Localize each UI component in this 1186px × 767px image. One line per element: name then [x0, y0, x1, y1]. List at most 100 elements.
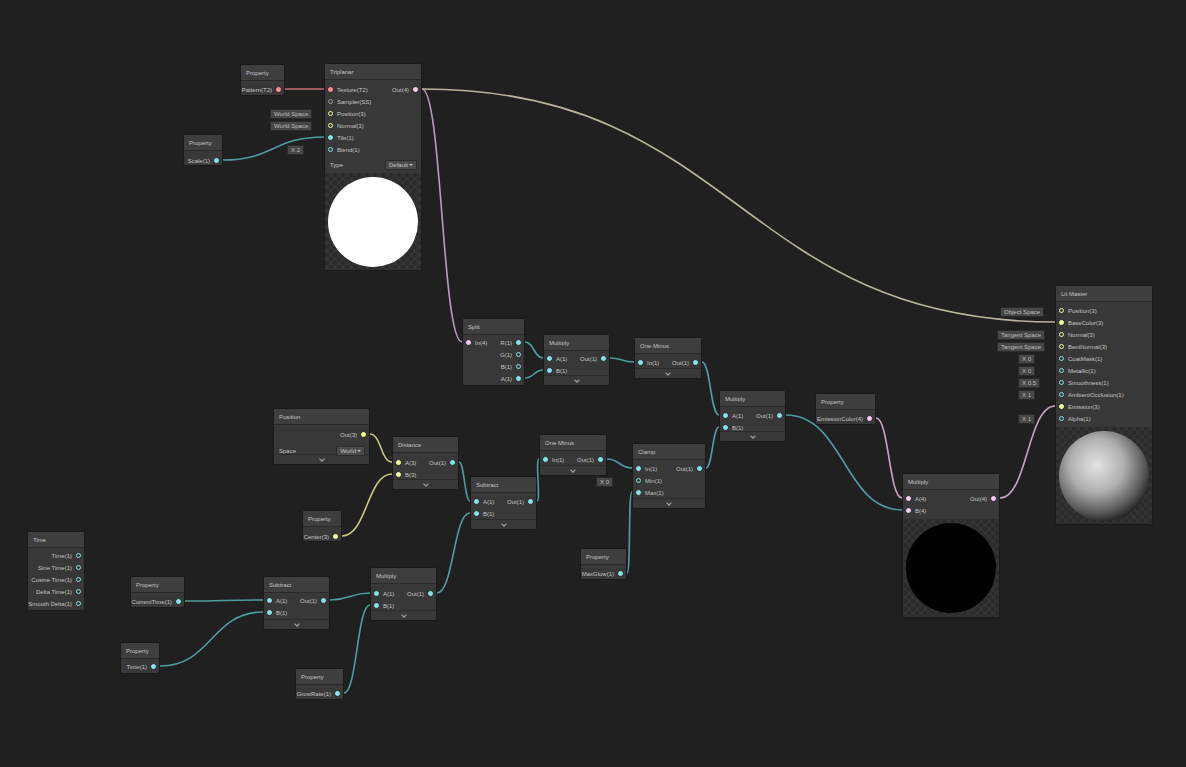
- input-port-label: B(1): [732, 424, 743, 432]
- collapse-chevron: [570, 467, 576, 473]
- input-port-label: In(4): [475, 339, 487, 347]
- port-dot: [267, 598, 272, 603]
- input-port-label: Texture(T2): [337, 86, 368, 94]
- preview-shape: [1059, 431, 1149, 521]
- output-port-label: G(1): [500, 351, 512, 359]
- inline-value-field: X 2: [287, 145, 304, 155]
- node-title: Multiply: [376, 572, 396, 580]
- input-port-label: BentNormal(3): [1068, 343, 1107, 351]
- input-port-label: AmbientOcclusion(1): [1068, 391, 1124, 399]
- port-dot: [333, 534, 338, 539]
- port-dot: [76, 553, 81, 558]
- output-port-label: Center(3): [304, 533, 329, 541]
- port-dot: [76, 565, 81, 570]
- inline-value-field: X 0.5: [1018, 378, 1040, 388]
- dropdown-arrow: [357, 450, 361, 452]
- port-dot: [413, 87, 418, 92]
- collapse-chevron: [666, 500, 672, 506]
- output-port-label: GrowRate(1): [297, 690, 331, 698]
- port-dot: [276, 87, 281, 92]
- wire-connector: [422, 89, 1055, 322]
- output-port-label: Smooth Delta(1): [28, 600, 72, 608]
- node-title: Subtract: [269, 581, 291, 589]
- shader-node: One MinusIn(1)Out(1): [634, 337, 702, 379]
- port-dot: [991, 496, 996, 501]
- shader-node: DistanceA(3)B(3)Out(1): [392, 436, 459, 490]
- port-dot: [547, 356, 552, 361]
- output-port-label: A(1): [501, 375, 512, 383]
- output-port-label: Cosine Time(1): [31, 576, 72, 584]
- shader-node: Lit MasterPosition(3)BaseColor(3)Normal(…: [1055, 285, 1153, 525]
- input-port-label: B(1): [383, 602, 394, 610]
- port-dot: [636, 478, 641, 483]
- dropdown-label: Type: [330, 161, 343, 169]
- wire-connector: [160, 612, 263, 666]
- port-dot: [528, 499, 533, 504]
- port-dot: [374, 603, 379, 608]
- shader-node: PropertyCurrentTime(1): [130, 576, 185, 608]
- input-port-label: Metallic(1): [1068, 367, 1096, 375]
- port-dot: [1059, 380, 1064, 385]
- input-port-label: BaseColor(3): [1068, 319, 1103, 327]
- shader-node: PositionOut(3)SpaceWorld: [273, 408, 370, 465]
- port-dot: [328, 111, 333, 116]
- input-port-label: CoatMask(1): [1068, 355, 1102, 363]
- input-port-label: A(1): [556, 355, 567, 363]
- port-dot: [1059, 416, 1064, 421]
- dropdown-arrow: [409, 164, 413, 166]
- port-dot: [76, 589, 81, 594]
- output-port-label: MaxGlow(1): [582, 570, 614, 578]
- node-title: Subtract: [476, 481, 498, 489]
- input-port-label: Position(3): [337, 110, 366, 118]
- shader-node: MultiplyA(1)B(1)Out(1): [719, 390, 786, 442]
- port-dot: [321, 598, 326, 603]
- port-dot: [474, 499, 479, 504]
- output-port-label: CurrentTime(1): [132, 598, 172, 606]
- collapse-bar: [633, 498, 705, 499]
- port-dot: [1059, 368, 1064, 373]
- output-port-label: Out(1): [577, 456, 594, 464]
- input-port-label: Position(3): [1068, 307, 1097, 315]
- node-title: Clamp: [638, 448, 655, 456]
- port-dot: [1059, 392, 1064, 397]
- collapse-chevron: [501, 521, 507, 527]
- dropdown-label: Space: [279, 447, 296, 455]
- node-title: Multiply: [549, 339, 569, 347]
- inline-value-field: X 0: [596, 477, 613, 487]
- inline-value-field: X 0: [1018, 366, 1035, 376]
- port-dot: [328, 147, 333, 152]
- input-port-label: Emission(3): [1068, 403, 1100, 411]
- input-port-label: A(1): [383, 590, 394, 598]
- input-port-label: In(1): [645, 465, 657, 473]
- shader-node: PropertyGrowRate(1): [295, 668, 344, 700]
- collapse-chevron: [574, 377, 580, 383]
- input-port-label: A(1): [732, 412, 743, 420]
- inline-value-field: Tangent Space: [997, 342, 1045, 352]
- output-port-label: Out(1): [407, 590, 424, 598]
- port-dot: [450, 460, 455, 465]
- input-port-label: Min(1): [645, 477, 662, 485]
- node-title: One Minus: [640, 342, 669, 350]
- preview-shape: [906, 523, 996, 613]
- wire-connector: [223, 137, 324, 160]
- output-port-label: Out(1): [672, 359, 689, 367]
- port-dot: [1059, 308, 1064, 313]
- port-dot: [335, 691, 340, 696]
- node-title: Property: [136, 581, 159, 589]
- port-dot: [151, 664, 156, 669]
- output-port-label: B(1): [501, 363, 512, 371]
- shader-node: SubtractA(1)B(1)Out(1): [470, 476, 537, 530]
- port-dot: [516, 364, 521, 369]
- port-dot: [516, 352, 521, 357]
- port-dot: [543, 457, 548, 462]
- input-port-label: B(1): [276, 609, 287, 617]
- wire-connector: [342, 474, 392, 536]
- port-dot: [176, 599, 181, 604]
- wire-connector: [786, 415, 902, 510]
- input-port-label: Max(1): [645, 489, 664, 497]
- input-port-label: Alpha(1): [1068, 415, 1091, 423]
- collapse-chevron: [319, 456, 325, 462]
- node-title: Distance: [398, 441, 421, 449]
- output-port-label: Out(4): [970, 495, 987, 503]
- port-dot: [1059, 332, 1064, 337]
